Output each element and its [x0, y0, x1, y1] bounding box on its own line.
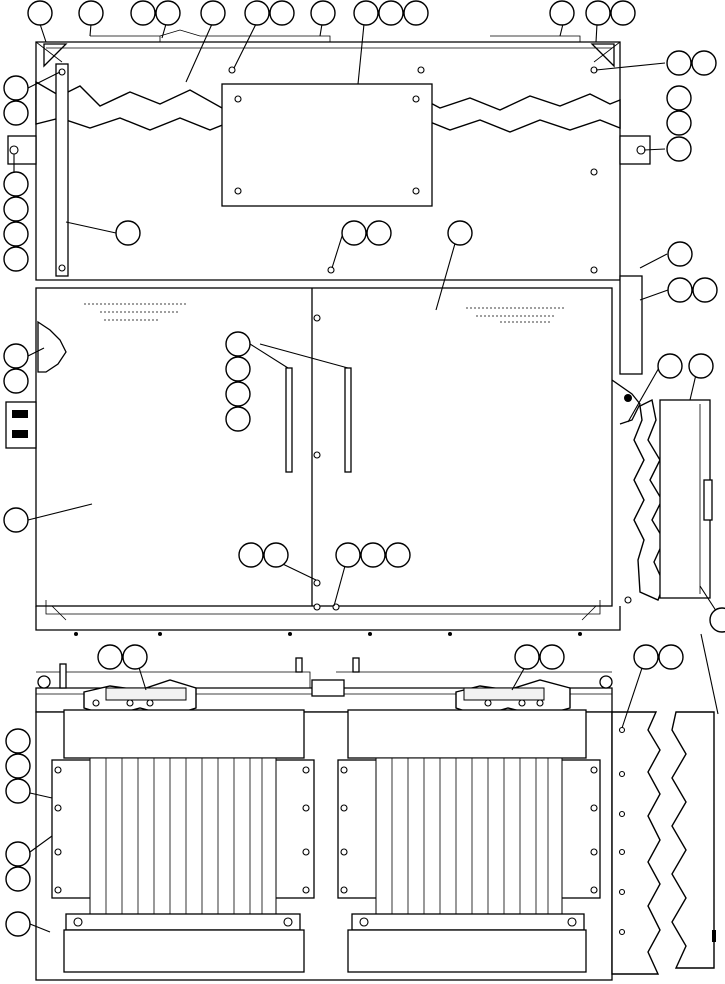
corner-bracket-left — [43, 43, 68, 68]
callout-balloon — [3, 100, 29, 126]
base-bolt-row — [74, 632, 582, 636]
base-block-left — [63, 929, 305, 973]
mount-bar-right — [351, 913, 585, 931]
callout-balloon — [539, 644, 565, 670]
callout-balloon — [514, 644, 540, 670]
callout-balloon — [3, 171, 29, 197]
corner-bracket-right — [590, 43, 615, 68]
tear-strip-lower — [611, 711, 661, 975]
callout-balloon — [666, 136, 692, 162]
callout-balloon — [5, 728, 31, 754]
callout-balloon — [130, 0, 156, 26]
callout-balloon — [666, 85, 692, 111]
callout-balloon — [122, 644, 148, 670]
side-cover-detail — [659, 399, 711, 599]
callout-balloon — [385, 542, 411, 568]
heatsink-fins-left — [89, 757, 277, 915]
callout-balloon — [667, 241, 693, 267]
callout-balloon — [3, 221, 29, 247]
callout-balloon — [3, 196, 29, 222]
callout-balloons — [3, 0, 725, 937]
callout-balloon — [310, 0, 336, 26]
callout-balloon — [688, 353, 714, 379]
callout-balloon — [200, 0, 226, 26]
callout-balloon — [238, 542, 264, 568]
side-cover-lower — [671, 711, 715, 969]
callout-balloon — [3, 507, 29, 533]
callout-balloon — [27, 0, 53, 26]
callout-balloon — [5, 778, 31, 804]
callout-balloon — [378, 0, 404, 26]
upper-plate-left — [63, 709, 305, 759]
lifting-handle-left — [55, 63, 69, 277]
callout-balloon — [633, 644, 659, 670]
lower-assembly-view — [35, 657, 613, 981]
center-access-plate — [221, 83, 433, 207]
callout-balloon — [269, 0, 295, 26]
upper-assembly-view — [5, 29, 651, 636]
callout-balloon — [263, 542, 289, 568]
callout-balloon — [225, 356, 251, 382]
callout-balloon — [366, 220, 392, 246]
callout-balloon — [5, 841, 31, 867]
side-hinge-left — [5, 401, 37, 449]
pull-handle-left — [285, 367, 293, 473]
lift-eye-right — [599, 675, 613, 689]
side-box-right — [619, 275, 643, 375]
label-placard-right — [466, 307, 566, 323]
callout-balloon — [341, 220, 367, 246]
callout-balloon — [225, 406, 251, 432]
side-latch-left — [37, 320, 67, 373]
callout-balloon — [225, 331, 251, 357]
callout-balloon — [353, 0, 379, 26]
callout-balloon — [585, 0, 611, 26]
lift-eye-left — [37, 675, 51, 689]
callout-balloon — [667, 277, 693, 303]
base-block-right — [347, 929, 587, 973]
callout-balloon — [115, 220, 141, 246]
callout-balloon — [3, 368, 29, 394]
label-placard-left — [84, 303, 188, 321]
callout-balloon — [225, 381, 251, 407]
right-side-detail-lower — [611, 711, 716, 975]
callout-balloon — [3, 75, 29, 101]
callout-balloon — [360, 542, 386, 568]
callout-balloon — [244, 0, 270, 26]
right-side-detail-upper — [624, 398, 713, 604]
callout-balloon — [155, 0, 181, 26]
callout-balloon — [549, 0, 575, 26]
callout-balloon — [658, 644, 684, 670]
callout-balloon — [403, 0, 429, 26]
upper-plate-right — [347, 709, 587, 759]
callout-balloon — [5, 753, 31, 779]
callout-balloon — [335, 542, 361, 568]
callout-balloon — [78, 0, 104, 26]
base-rail — [35, 606, 621, 631]
callout-balloon — [692, 277, 718, 303]
callout-balloon — [709, 607, 725, 633]
mount-bar-left — [65, 913, 301, 931]
main-cover-panel — [35, 287, 613, 607]
callout-balloon — [666, 50, 692, 76]
callout-balloon — [97, 644, 123, 670]
callout-balloon — [666, 110, 692, 136]
pull-handle-right — [344, 367, 352, 473]
heatsink-fins-right — [375, 757, 563, 915]
callout-balloon — [691, 50, 717, 76]
callout-balloon — [3, 246, 29, 272]
callout-balloon — [447, 220, 473, 246]
callout-balloon — [3, 343, 29, 369]
callout-balloon — [610, 0, 636, 26]
callout-balloon — [657, 353, 683, 379]
callout-balloon — [5, 866, 31, 892]
callout-balloon — [5, 911, 31, 937]
